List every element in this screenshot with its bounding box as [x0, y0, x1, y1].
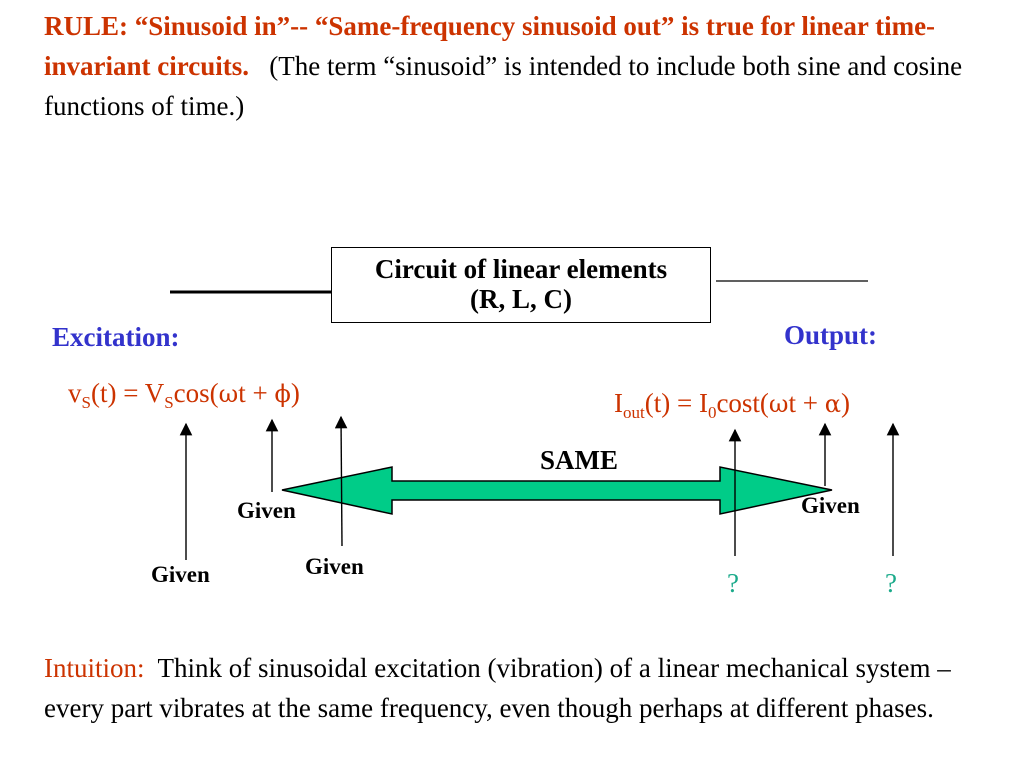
eq-v: v — [68, 378, 82, 408]
eq-omega: ω — [218, 380, 239, 408]
eq-out-t-plus: t + — [788, 388, 825, 418]
output-equation: Iout(t) = I0cost(ωt + α) — [614, 388, 850, 423]
eq-close: ) — [290, 378, 300, 408]
eq-alpha: α — [824, 390, 841, 418]
unknown-phase-mark: ? — [885, 568, 897, 598]
given-label-omega-in: Given — [237, 498, 296, 523]
circuit-title: Circuit of linear elements — [374, 254, 668, 284]
intuition-paragraph: Intuition: Think of sinusoidal excitatio… — [44, 648, 1014, 728]
output-heading: Output: — [784, 320, 878, 350]
eq-t-eq: (t) = V — [90, 378, 165, 408]
circuit-elements: (R, L, C) — [470, 284, 572, 314]
eq-V-subscript: S — [164, 393, 174, 412]
pointer-line-phi — [334, 415, 348, 547]
rule-paragraph: RULE: “Sinusoid in”-- “Same-frequency si… — [44, 6, 1014, 126]
eq-out-cos: cost( — [716, 388, 769, 418]
eq-v-subscript: S — [81, 393, 91, 412]
given-label-omega-out: Given — [801, 493, 860, 518]
unknown-amplitude-mark: ? — [727, 568, 739, 598]
eq-phi: ϕ — [274, 380, 291, 408]
intuition-label: Intuition: — [44, 653, 145, 683]
same-frequency-double-arrow — [281, 466, 833, 515]
eq-I-subscript: out — [623, 403, 645, 422]
rule-statement: RULE: “Sinusoid in”-- “Same-frequency si… — [44, 11, 936, 81]
eq-cos: cos( — [173, 378, 219, 408]
rule-note: (The term “sinusoid” is intended to incl… — [44, 51, 963, 121]
eq-out-t-eq: (t) = I — [644, 388, 708, 418]
given-label-phase: Given — [305, 554, 364, 579]
circuit-box: Circuit of linear elements (R, L, C) — [331, 247, 711, 323]
eq-out-close: ) — [840, 388, 850, 418]
eq-t-plus: t + — [238, 378, 275, 408]
input-equation: vS(t) = VScos(ωt + ϕ) — [68, 378, 300, 413]
given-label-amplitude: Given — [151, 562, 210, 587]
eq-I0-subscript: 0 — [707, 403, 717, 422]
intuition-text: Think of sinusoidal excitation (vibratio… — [44, 653, 951, 723]
eq-I: I — [614, 388, 623, 418]
excitation-heading: Excitation: — [52, 322, 180, 352]
same-label: SAME — [540, 445, 619, 475]
eq-out-omega: ω — [768, 390, 789, 418]
